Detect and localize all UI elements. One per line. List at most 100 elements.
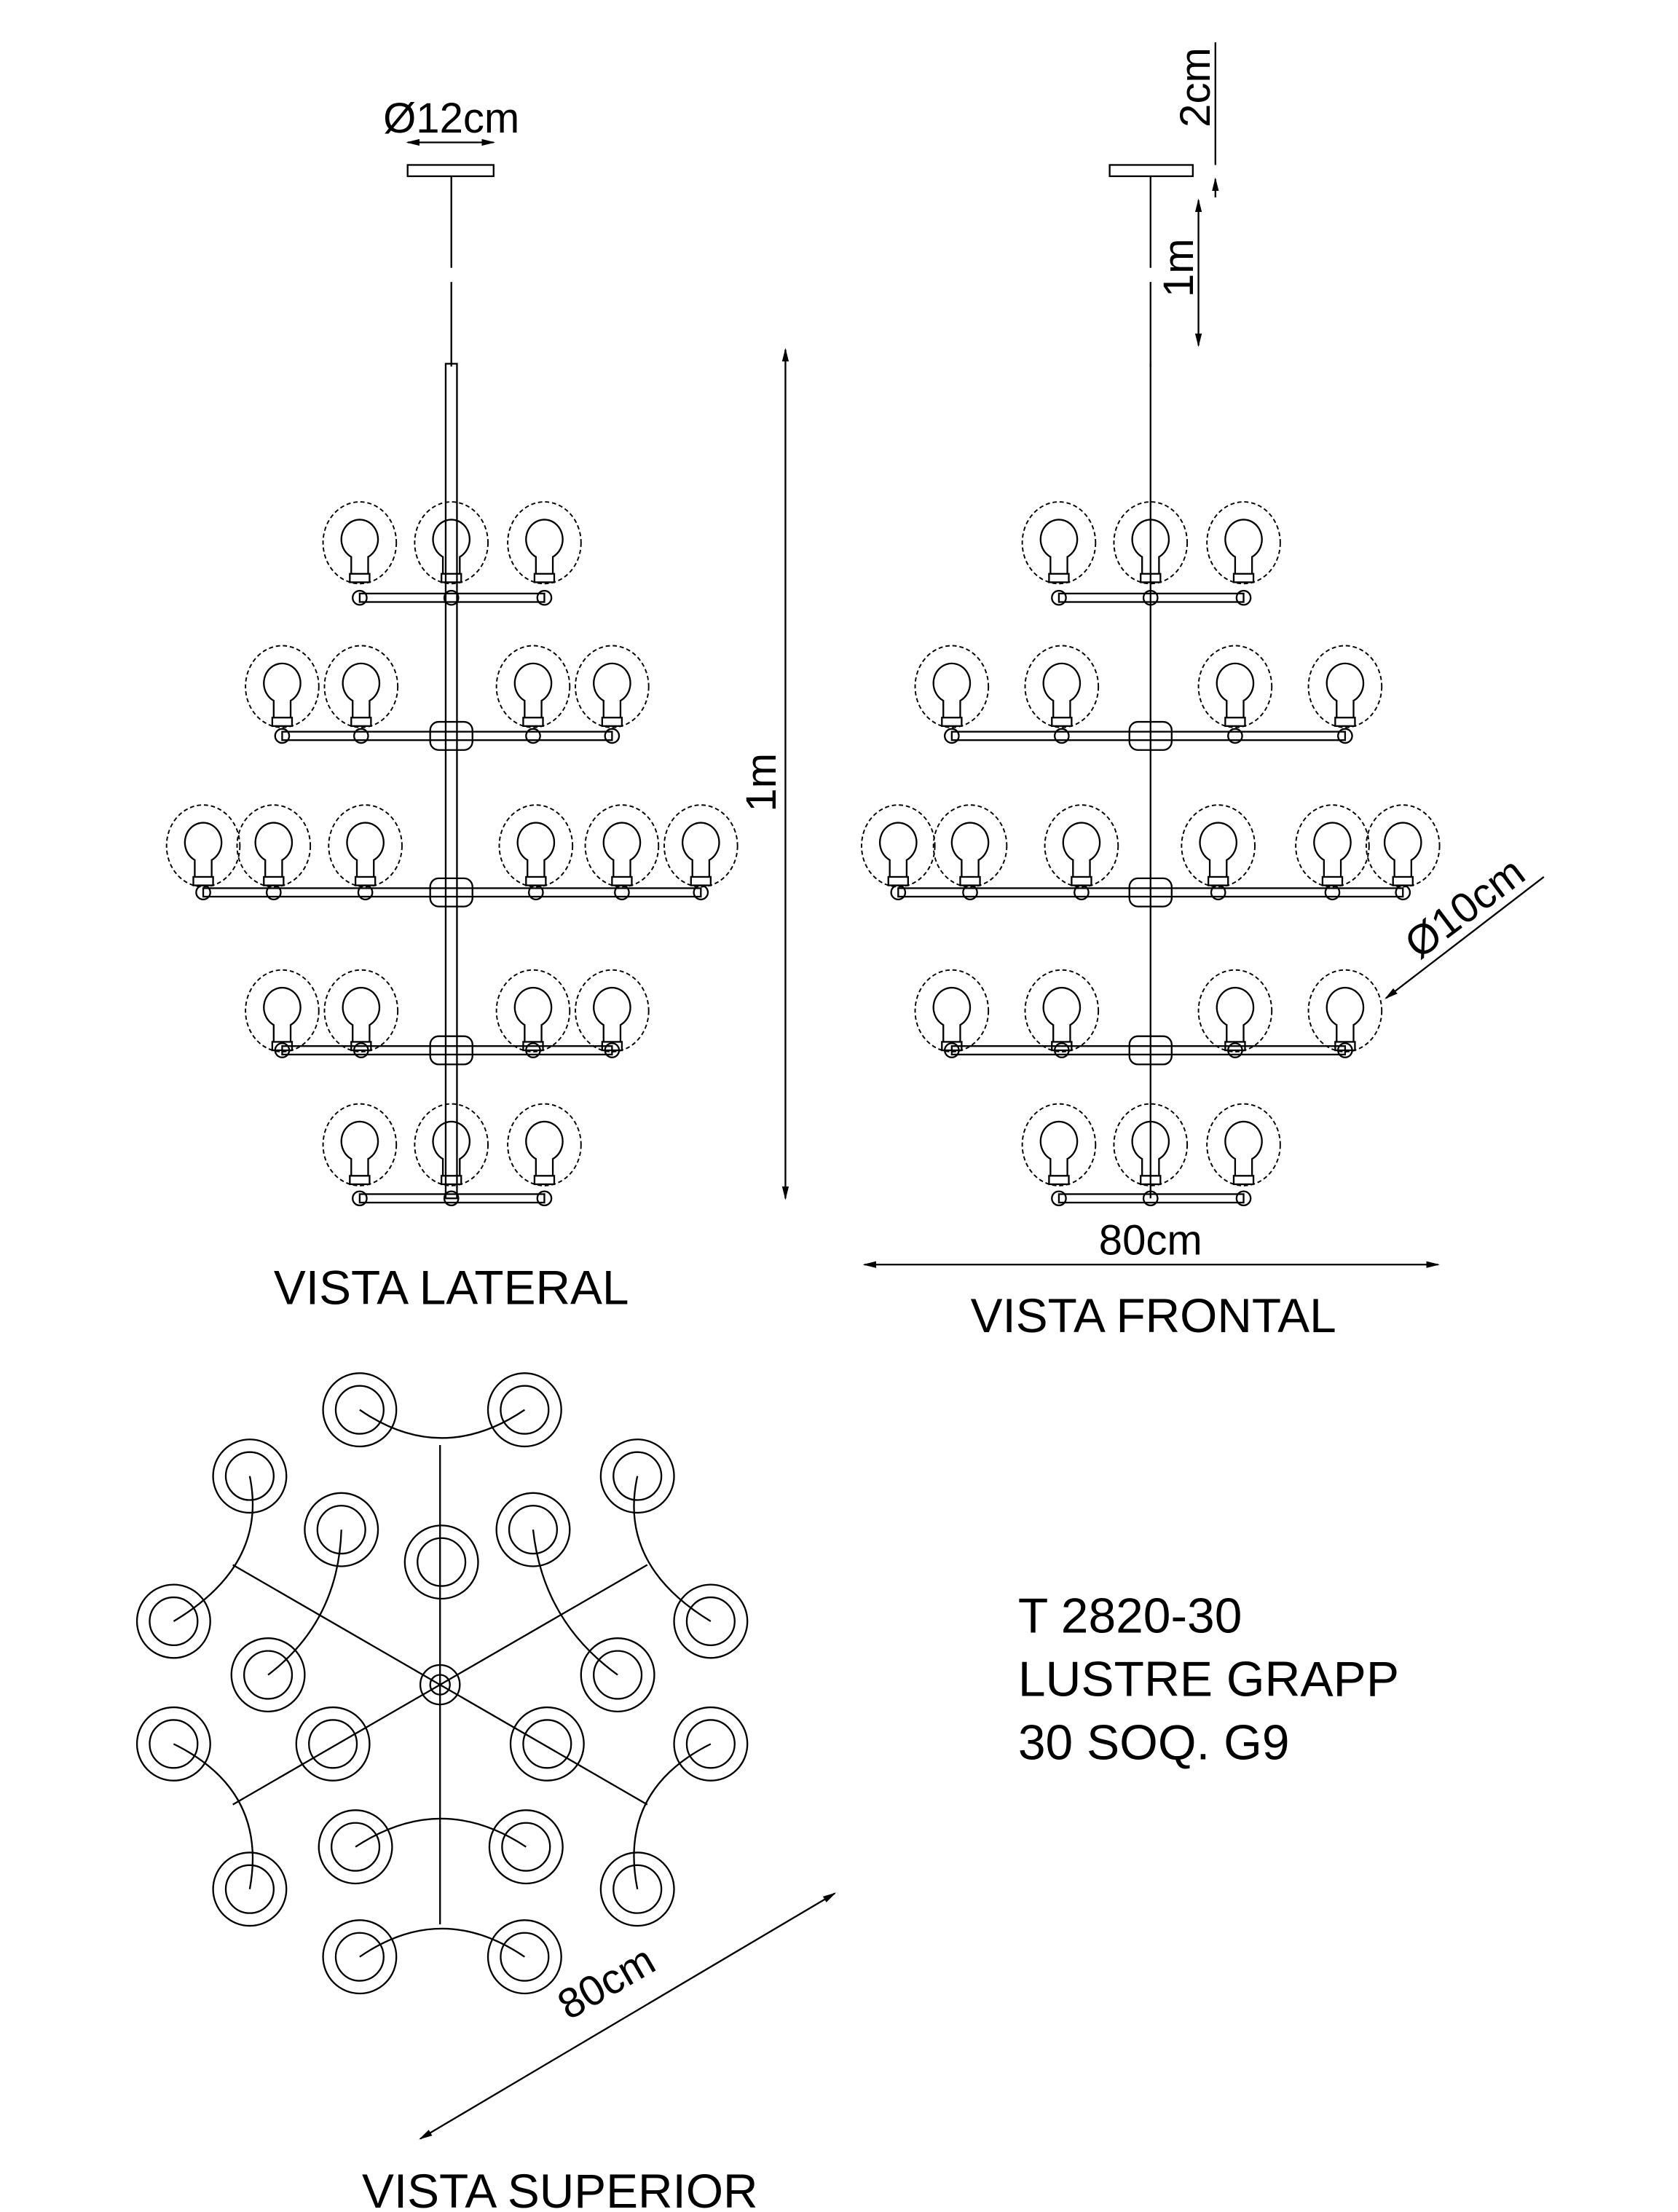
spoke xyxy=(232,1564,441,1686)
hub xyxy=(1128,720,1173,751)
globe-lamp xyxy=(414,501,489,606)
globe-lamp xyxy=(495,645,571,744)
globe-lamp xyxy=(1365,804,1441,901)
globe-lamp-top xyxy=(403,1524,479,1600)
hub xyxy=(429,877,473,908)
arm-bar xyxy=(202,887,702,898)
globe-lamp xyxy=(245,969,320,1058)
globe-lamp xyxy=(1181,804,1256,901)
globe-lamp-top xyxy=(322,1372,398,1448)
top-width-label: 80cm xyxy=(550,1936,663,2028)
globe-lamp-top xyxy=(509,1706,585,1782)
globe-lamp-top xyxy=(599,1438,675,1514)
product-code: T 2820-30 xyxy=(1018,1589,1242,1643)
globe-lamp-top xyxy=(673,1583,749,1659)
globe-lamp-top xyxy=(295,1706,371,1782)
globe-lamp-top xyxy=(495,1492,571,1567)
globe-lamp-top xyxy=(212,1438,288,1514)
globe-lamp xyxy=(1206,1103,1281,1207)
arm-bar xyxy=(358,592,545,603)
globe-lamp xyxy=(1113,1103,1189,1207)
globe-lamp xyxy=(507,1103,582,1207)
globe-lamp xyxy=(914,969,990,1058)
globe-lamp xyxy=(507,501,582,606)
globe-lamp xyxy=(498,804,574,901)
hub xyxy=(429,1035,473,1066)
globe-lamp xyxy=(323,645,399,744)
globe-lamp xyxy=(1044,804,1119,901)
globe-lamp xyxy=(575,969,650,1058)
top-width-dimension xyxy=(419,1892,837,2140)
globe-lamp xyxy=(584,804,660,901)
top-view: 80cm VISTA SUPERIOR xyxy=(135,1372,837,2212)
spoke xyxy=(439,1564,648,1686)
product-name: LUSTRE GRAPP xyxy=(1018,1653,1399,1707)
globe-lamp xyxy=(1113,501,1189,606)
globe-lamp xyxy=(1307,645,1383,744)
globe-lamp xyxy=(165,804,241,901)
arm-bar xyxy=(358,1193,545,1204)
globe-lamp xyxy=(414,1103,489,1207)
globe-lamp-top xyxy=(318,1809,393,1885)
globe-lamp xyxy=(495,969,571,1058)
canopy xyxy=(1108,164,1194,178)
globe-lamp xyxy=(245,645,320,744)
globe-lamp xyxy=(1197,645,1273,744)
lateral-view: Ø12cm 1m VISTA LATERAL xyxy=(165,95,789,1314)
globe-lamp xyxy=(1021,1103,1097,1207)
globe-lamp xyxy=(1021,501,1097,606)
frontal-view-label: VISTA FRONTAL xyxy=(971,1288,1336,1342)
hub xyxy=(1128,877,1173,908)
arm-bar xyxy=(897,887,1404,898)
center-column xyxy=(444,363,458,1200)
curved-arm xyxy=(173,1476,254,1622)
spoke xyxy=(232,1684,441,1806)
curved-arm xyxy=(267,1530,342,1676)
hub xyxy=(1128,1035,1173,1066)
globe-lamp-top xyxy=(212,1851,288,1927)
globe-lamp-top xyxy=(135,1706,211,1782)
globe-lamp-top xyxy=(673,1706,749,1782)
globe-lamp-top xyxy=(488,1809,564,1885)
center-hub xyxy=(419,1664,461,1706)
curved-arm xyxy=(633,1476,712,1622)
canopy xyxy=(406,164,495,178)
width-label: 80cm xyxy=(1099,1217,1202,1264)
arm-bar xyxy=(950,731,1347,741)
canopy-height-label: 2cm xyxy=(1172,47,1219,127)
globe-lamp-top xyxy=(230,1637,306,1713)
globe-lamp xyxy=(328,804,403,901)
globe-lamp xyxy=(932,804,1008,901)
height-label: 1m xyxy=(738,753,785,812)
globe-diameter-dimension xyxy=(1384,876,1545,999)
frontal-view: 2cm 1m 80cm Ø10cm VISTA FRONTAL xyxy=(861,42,1545,1342)
globe-lamp-top xyxy=(135,1583,211,1659)
globe-lamp xyxy=(1206,501,1281,606)
cable-length-label: 1m xyxy=(1155,238,1202,297)
hub xyxy=(429,720,473,751)
arm-bar xyxy=(281,731,613,741)
globe-lamp-top xyxy=(322,1919,398,1995)
arm-bar xyxy=(281,1045,613,1056)
globe-lamp xyxy=(575,645,650,744)
globe-lamp-top xyxy=(580,1637,655,1713)
arm-bar xyxy=(1057,1193,1245,1204)
curved-arm xyxy=(359,1927,526,1958)
product-spec: 30 SOQ. G9 xyxy=(1018,1716,1290,1771)
globe-lamp xyxy=(663,804,738,901)
globe-lamp xyxy=(322,501,398,606)
globe-lamp xyxy=(1024,645,1100,744)
top-view-label: VISTA SUPERIOR xyxy=(362,2164,758,2212)
globe-lamp xyxy=(1197,969,1273,1058)
globe-lamp xyxy=(1024,969,1100,1058)
globe-lamp xyxy=(322,1103,398,1207)
globe-lamp xyxy=(1295,804,1370,901)
arm-bar xyxy=(1057,592,1245,603)
globe-lamp-top xyxy=(487,1372,562,1448)
curved-arm xyxy=(359,1409,526,1439)
curved-arm xyxy=(532,1530,618,1676)
globe-lamp xyxy=(861,804,936,901)
spoke xyxy=(439,1684,648,1806)
globe-diameter-label: Ø10cm xyxy=(1396,848,1534,968)
